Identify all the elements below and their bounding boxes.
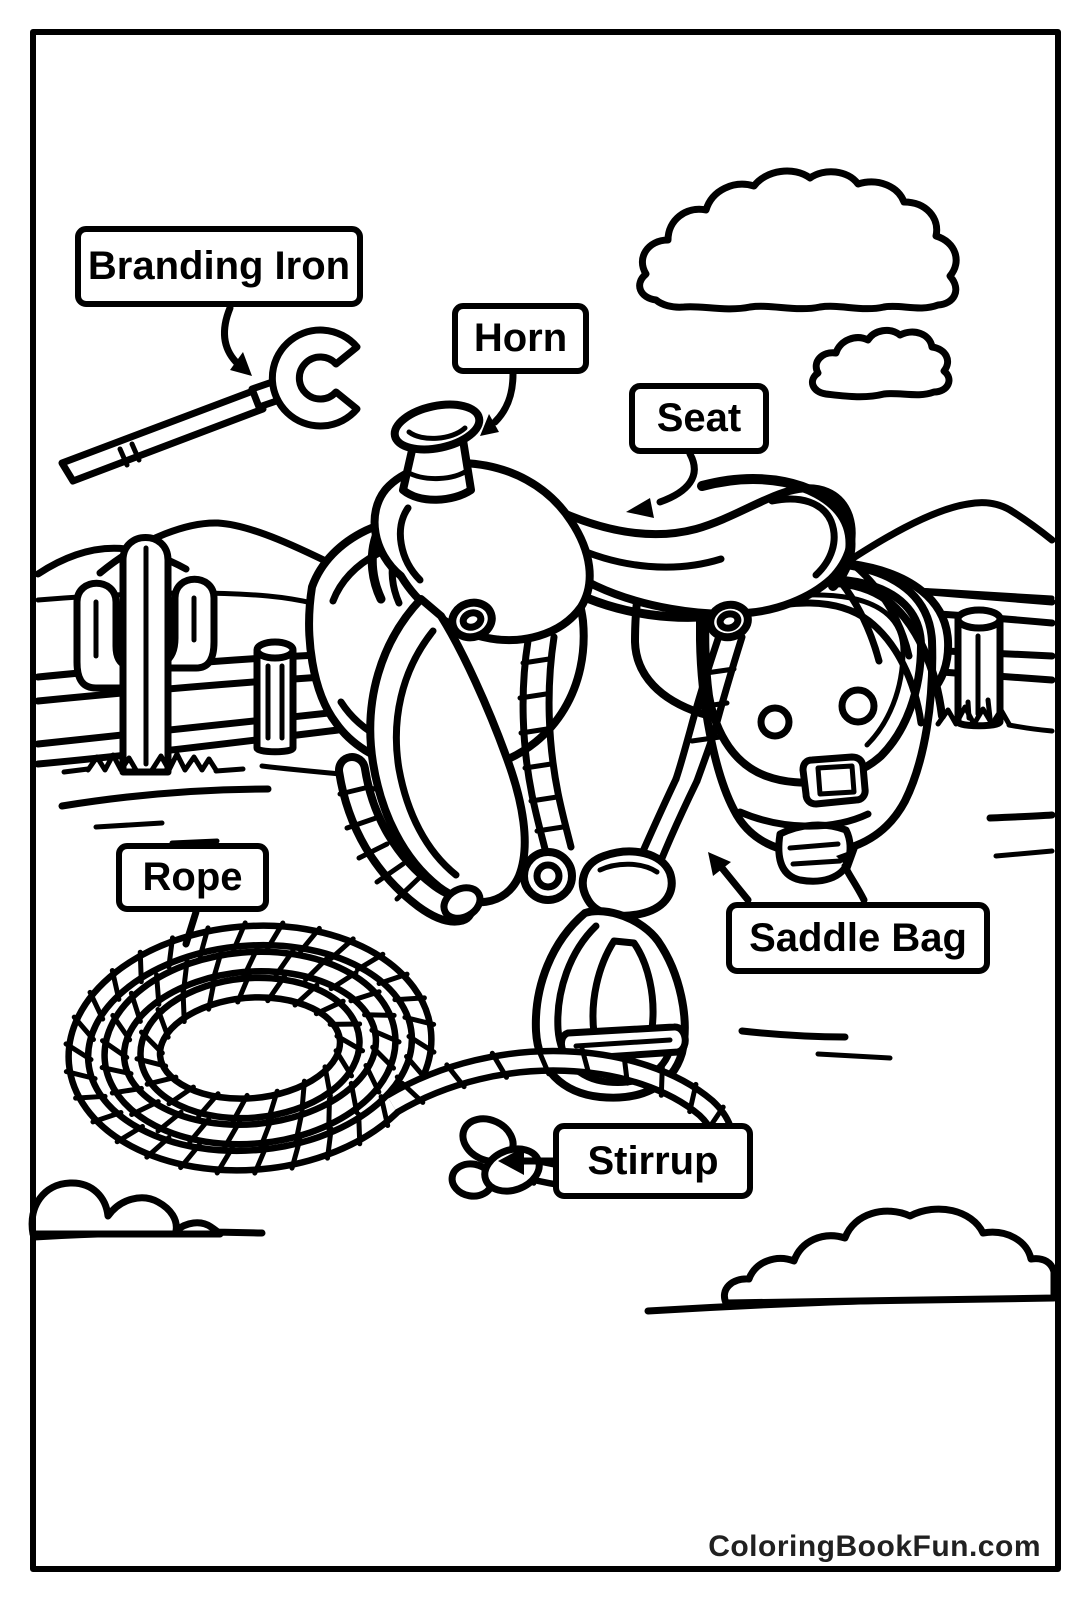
stirrup-ring (520, 848, 576, 904)
label-arrows (182, 304, 868, 1175)
clouds (636, 167, 960, 401)
bush-left (28, 1179, 224, 1238)
cactus (61, 534, 246, 776)
arrow-horn (491, 370, 517, 426)
arrow-branding-iron (221, 304, 240, 366)
rope-connector-line (182, 908, 200, 948)
stirrup-straps (517, 633, 746, 890)
saddle-horn (399, 436, 475, 504)
label-rope: Rope (116, 843, 269, 912)
arrow-saddle-bag-left (718, 864, 752, 904)
bush-right (721, 1205, 1058, 1307)
watermark: ColoringBookFun.com (702, 1529, 1047, 1565)
label-stirrup: Stirrup (553, 1123, 753, 1199)
label-seat: Seat (629, 383, 769, 454)
cloud-large (636, 167, 960, 313)
page-border-frame (30, 29, 1061, 1572)
label-saddle-bag: Saddle Bag (726, 902, 990, 974)
bushes (28, 1179, 1058, 1315)
label-branding-iron: Branding Iron (75, 226, 363, 307)
rigging-ring-left (448, 598, 496, 642)
arrow-saddle-bag-right (841, 862, 868, 904)
branding-iron-c-head (268, 326, 361, 430)
saddle-bag-button (838, 686, 878, 726)
cactus-arm-left (73, 579, 130, 692)
label-horn: Horn (452, 303, 589, 374)
cloud-small (808, 326, 953, 401)
arrow-seat (656, 450, 698, 506)
branding-iron-drawing (58, 326, 361, 485)
saddle-bag-button (757, 704, 793, 740)
saddle-drawing (305, 400, 953, 1102)
rigging-ring-right (706, 600, 752, 642)
rope-drawing (63, 920, 739, 1200)
grass-cactus (61, 766, 91, 775)
grass-right-post (935, 704, 1012, 727)
cactus-arm-right (161, 575, 218, 672)
